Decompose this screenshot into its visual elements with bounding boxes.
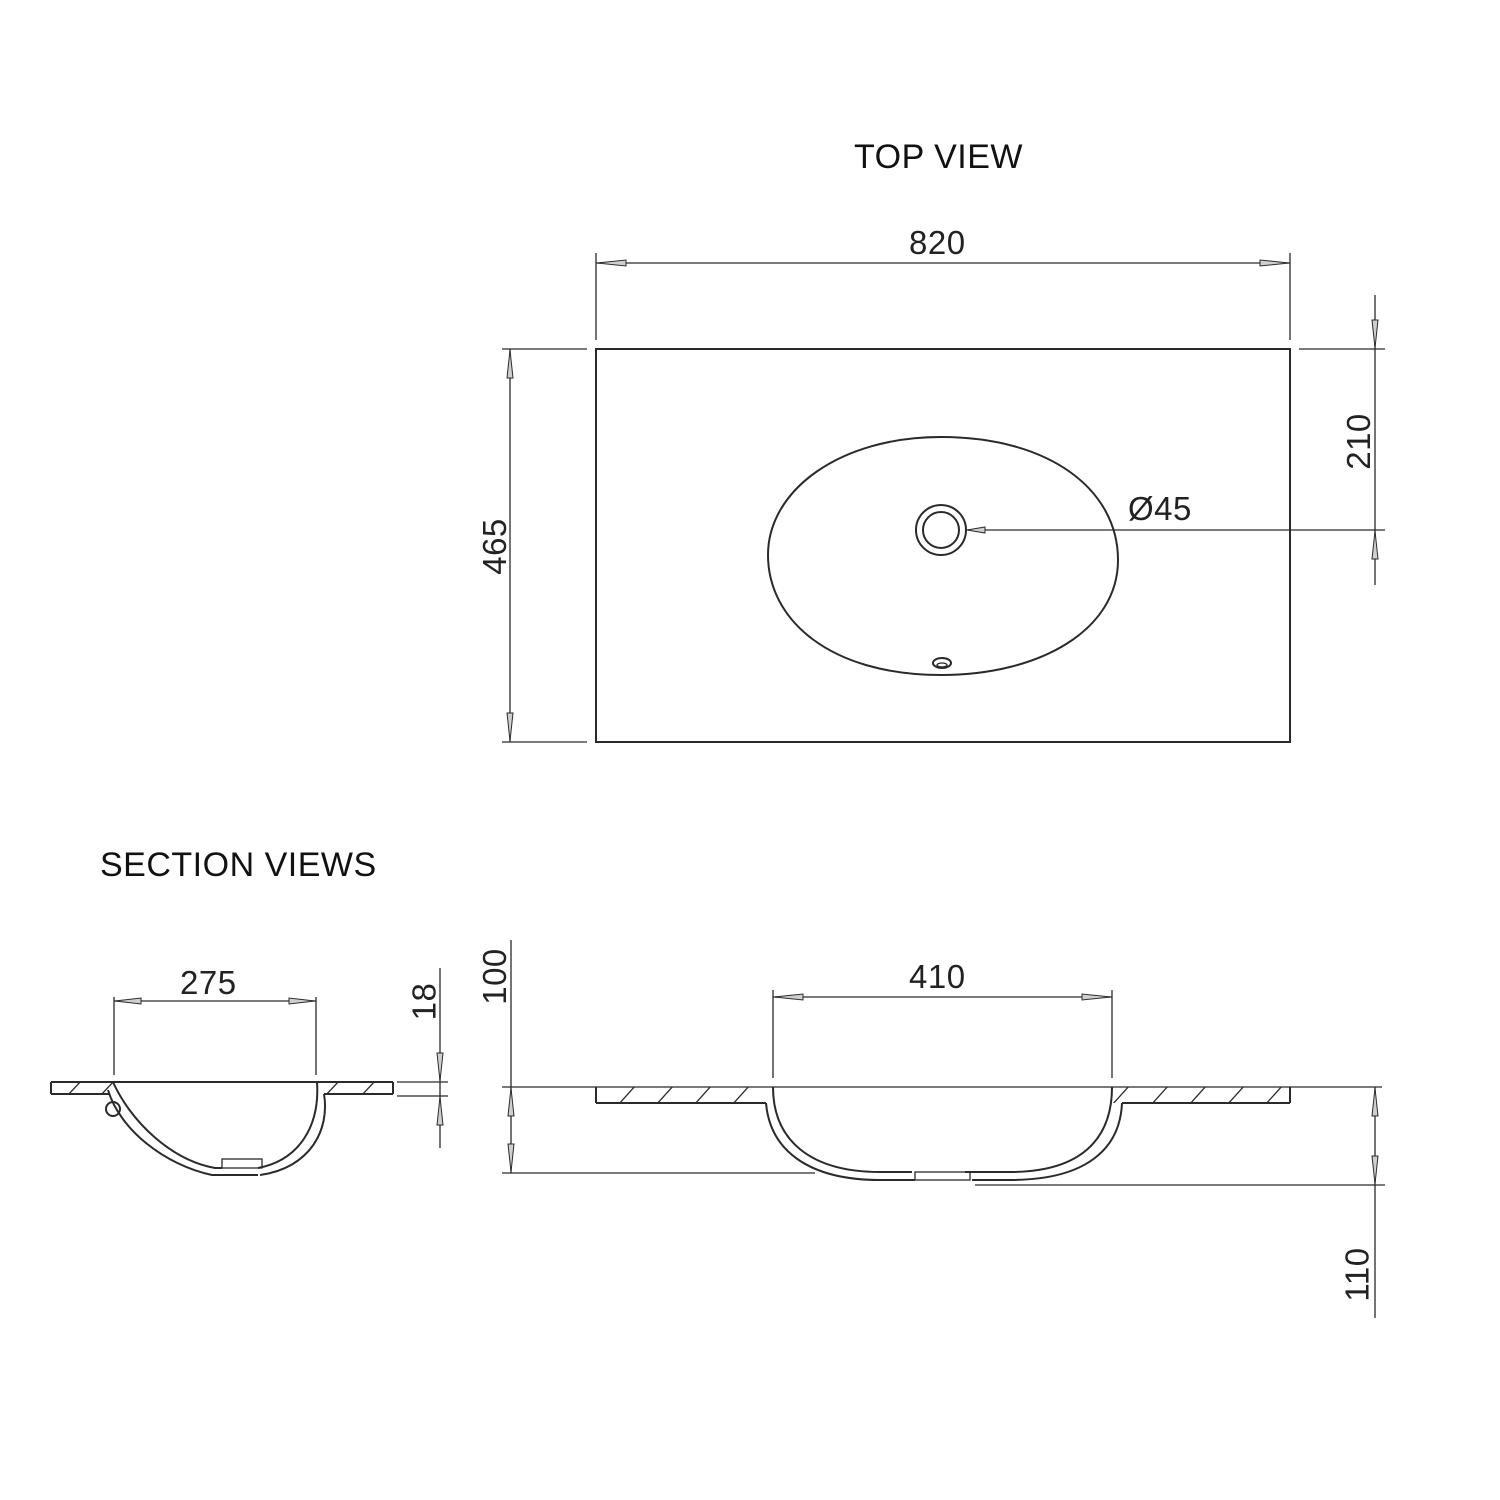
drain-inner-ring <box>922 511 960 549</box>
dim-drain-diameter-45: Ø45 <box>1128 490 1192 527</box>
dim-bowl-width-410: 410 <box>909 958 966 995</box>
dim-slab-thickness-18: 18 <box>405 982 443 1021</box>
overflow-hole <box>932 657 952 669</box>
countertop-outline <box>595 348 1291 743</box>
basin-outline <box>766 435 1120 677</box>
section-view-long <box>502 940 1385 1318</box>
dim-bowl-width-275: 275 <box>180 964 237 1001</box>
section-views-title: SECTION VIEWS <box>100 846 377 884</box>
top-view-title: TOP VIEW <box>854 138 1024 176</box>
dim-width-820: 820 <box>909 224 966 261</box>
section-view-short <box>50 968 448 1176</box>
dim-overall-height-100: 100 <box>475 948 513 1005</box>
top-view <box>502 253 1385 743</box>
dim-drain-offset-210: 210 <box>1339 413 1377 470</box>
dim-bowl-depth-110: 110 <box>1338 1247 1376 1302</box>
dim-depth-465: 465 <box>475 518 513 575</box>
